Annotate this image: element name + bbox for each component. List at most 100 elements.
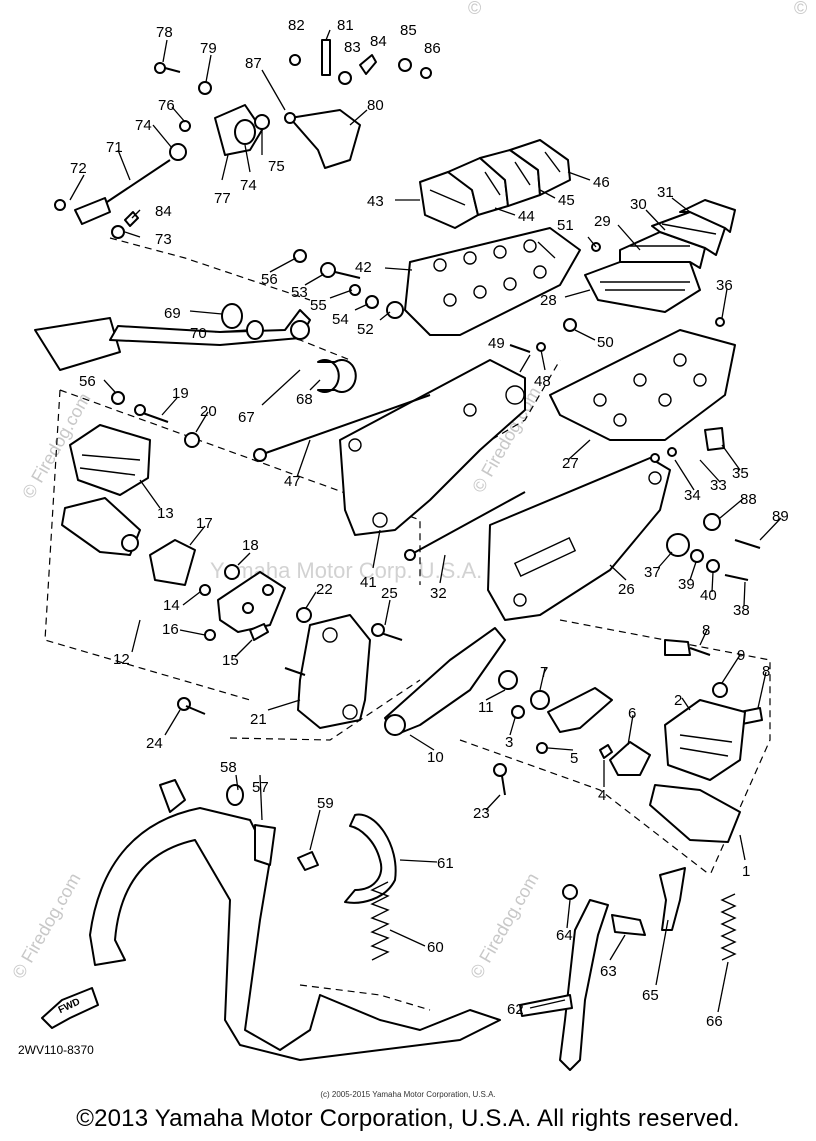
label-46: 46 bbox=[593, 174, 610, 191]
label-58: 58 bbox=[220, 759, 237, 776]
label-11: 11 bbox=[478, 699, 494, 716]
label-69: 69 bbox=[164, 305, 181, 322]
label-68: 68 bbox=[296, 391, 313, 408]
copyright-notice: ©2013 Yamaha Motor Corporation, U.S.A. A… bbox=[76, 1105, 740, 1132]
label-33: 33 bbox=[710, 477, 727, 494]
watermark-symbol-top: © bbox=[468, 0, 481, 18]
label-47: 47 bbox=[284, 473, 301, 490]
label-81: 81 bbox=[337, 17, 354, 34]
label-5: 5 bbox=[570, 750, 578, 767]
label-27: 27 bbox=[562, 455, 579, 472]
label-7: 7 bbox=[540, 664, 548, 681]
label-82: 82 bbox=[288, 17, 305, 34]
label-37: 37 bbox=[644, 564, 661, 581]
label-72: 72 bbox=[70, 160, 87, 177]
label-31: 31 bbox=[657, 184, 674, 201]
label-53: 53 bbox=[291, 284, 308, 301]
label-65: 65 bbox=[642, 987, 659, 1004]
label-28: 28 bbox=[540, 292, 557, 309]
label-34: 34 bbox=[684, 487, 701, 504]
label-40: 40 bbox=[700, 587, 717, 604]
side-stand bbox=[519, 867, 737, 1071]
label-89: 89 bbox=[772, 508, 789, 525]
label-84b: 84 bbox=[155, 203, 172, 220]
label-43: 43 bbox=[367, 193, 384, 210]
label-44: 44 bbox=[518, 208, 535, 225]
label-21: 21 bbox=[250, 711, 267, 728]
shift-linkage bbox=[54, 39, 432, 239]
label-87: 87 bbox=[245, 55, 262, 72]
label-56b: 56 bbox=[79, 373, 96, 390]
label-20: 20 bbox=[200, 403, 217, 420]
label-77: 77 bbox=[214, 190, 231, 207]
label-57: 57 bbox=[252, 779, 269, 796]
left-footboard-rubbers bbox=[419, 139, 571, 229]
label-50: 50 bbox=[597, 334, 614, 351]
diagram-code: 2WV110-8370 bbox=[18, 1043, 94, 1057]
leader-lines bbox=[69, 29, 782, 1013]
label-48: 48 bbox=[534, 373, 551, 390]
small-fasteners bbox=[293, 242, 761, 581]
brake-pedal bbox=[34, 303, 357, 393]
label-49: 49 bbox=[488, 335, 505, 352]
label-45: 45 bbox=[558, 192, 575, 209]
label-41: 41 bbox=[360, 574, 377, 591]
label-2: 2 bbox=[674, 692, 682, 709]
right-footrest-assembly bbox=[384, 627, 763, 843]
callout-labels: 1 2 3 4 5 6 7 8 8 9 10 11 12 13 14 15 16… bbox=[70, 17, 789, 1030]
footrest-holder bbox=[177, 614, 403, 729]
left-footrest-assembly bbox=[61, 391, 312, 641]
label-74: 74 bbox=[135, 117, 152, 134]
label-36: 36 bbox=[716, 277, 733, 294]
label-54: 54 bbox=[332, 311, 349, 328]
label-25: 25 bbox=[381, 585, 398, 602]
label-83: 83 bbox=[344, 39, 361, 56]
footboard-bases bbox=[404, 227, 736, 441]
label-8b: 8 bbox=[762, 663, 770, 680]
label-9: 9 bbox=[737, 647, 745, 664]
label-30: 30 bbox=[630, 196, 647, 213]
label-64: 64 bbox=[556, 927, 573, 944]
center-stand bbox=[89, 779, 501, 1061]
label-42: 42 bbox=[355, 259, 372, 276]
label-74b: 74 bbox=[240, 177, 257, 194]
label-52: 52 bbox=[357, 321, 374, 338]
fwd-arrow: FWD bbox=[41, 987, 99, 1029]
label-12: 12 bbox=[113, 651, 130, 668]
label-14: 14 bbox=[163, 597, 180, 614]
label-86: 86 bbox=[424, 40, 441, 57]
label-38: 38 bbox=[733, 602, 750, 619]
label-23: 23 bbox=[473, 805, 490, 822]
label-29: 29 bbox=[594, 213, 611, 230]
label-3: 3 bbox=[505, 734, 513, 751]
label-85: 85 bbox=[400, 22, 417, 39]
label-22: 22 bbox=[316, 581, 333, 598]
right-footboard-rubbers bbox=[584, 199, 736, 313]
label-75: 75 bbox=[268, 158, 285, 175]
watermark-symbol-right: © bbox=[794, 0, 807, 18]
label-73: 73 bbox=[155, 231, 172, 248]
label-88: 88 bbox=[740, 491, 757, 508]
label-13: 13 bbox=[157, 505, 174, 522]
label-62: 62 bbox=[507, 1001, 524, 1018]
watermark-site-bottom-mid: © Firedog.com bbox=[466, 870, 542, 982]
label-1: 1 bbox=[742, 863, 750, 880]
label-61: 61 bbox=[437, 855, 454, 872]
label-84: 84 bbox=[370, 33, 387, 50]
label-71: 71 bbox=[106, 139, 123, 156]
label-32: 32 bbox=[430, 585, 447, 602]
watermark-site-bottom-left: © Firedog.com bbox=[8, 870, 84, 982]
label-15: 15 bbox=[222, 652, 239, 669]
label-70: 70 bbox=[190, 325, 207, 342]
label-78: 78 bbox=[156, 24, 173, 41]
label-18: 18 bbox=[242, 537, 259, 554]
source-line: (c) 2005-2015 Yamaha Motor Corporation, … bbox=[320, 1090, 496, 1099]
label-67: 67 bbox=[238, 409, 255, 426]
label-26: 26 bbox=[618, 581, 635, 598]
label-10: 10 bbox=[427, 749, 444, 766]
label-76: 76 bbox=[158, 97, 175, 114]
label-24: 24 bbox=[146, 735, 163, 752]
label-79: 79 bbox=[200, 40, 217, 57]
label-55: 55 bbox=[310, 297, 327, 314]
